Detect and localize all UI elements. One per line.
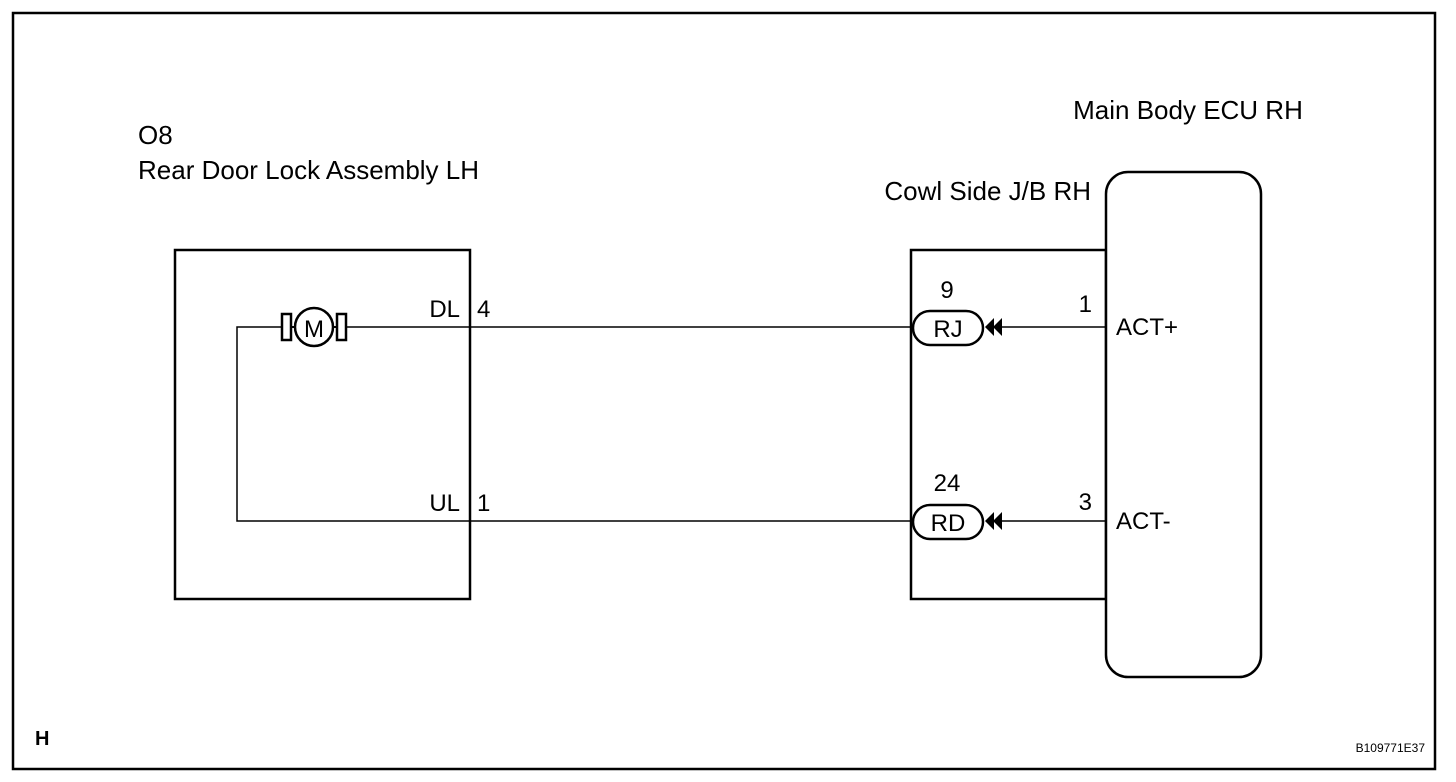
terminal-ul-pin: 1: [477, 490, 490, 517]
footer-letter: H: [35, 728, 49, 750]
connector-rd-chevron-icon: [985, 512, 1002, 530]
terminal-ul-name: UL: [429, 490, 460, 517]
connector-rj-pin: 9: [940, 277, 953, 304]
ecu-terminal-1-pin: 1: [1079, 291, 1092, 318]
ecu-terminal-1-name: ACT+: [1116, 314, 1178, 341]
diagram-frame: [11, 11, 1437, 771]
ecu-name: Main Body ECU RH: [1073, 95, 1303, 125]
junction-block-name: Cowl Side J/B RH: [884, 176, 1091, 206]
connector-rd-label: RD: [931, 510, 966, 537]
connector-rd-shape: [911, 503, 985, 541]
ecu-terminal-3-pin: 3: [1079, 489, 1092, 516]
lock-assembly-box: [173, 248, 472, 601]
connector-rd-pin: 24: [934, 470, 961, 497]
figure-id: B109771E37: [1356, 741, 1426, 755]
connector-rj-label: RJ: [933, 316, 962, 343]
terminal-dl-name: DL: [429, 296, 460, 323]
terminal-dl-pin: 4: [477, 296, 490, 323]
connector-rj-chevron-icon: [985, 318, 1002, 336]
connector-rj-shape: [911, 309, 985, 347]
ecu-box: [1104, 170, 1263, 679]
lock-assembly-code: O8: [138, 120, 173, 150]
lock-assembly-name: Rear Door Lock Assembly LH: [138, 155, 479, 185]
motor-return-wire: [236, 326, 470, 522]
ecu-terminal-3-name: ACT-: [1116, 508, 1171, 535]
motor-icon: M: [280, 306, 348, 348]
motor-label: M: [304, 316, 324, 343]
